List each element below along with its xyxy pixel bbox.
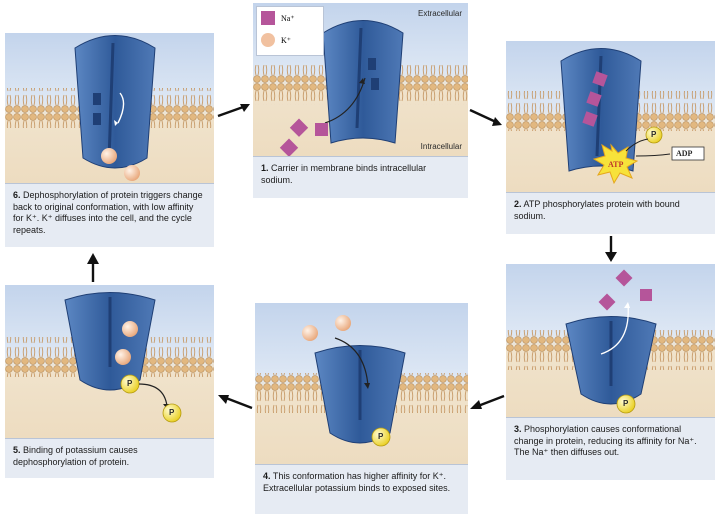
panel-step-5: P P [5,285,214,438]
phosphate-group [371,427,391,447]
intracellular-label: Intracellular [420,142,462,151]
sodium-ion [592,71,608,87]
adp-box [671,146,705,161]
phosphate-label: P [378,432,384,441]
phosphate-label: P [127,379,133,388]
carrier-protein [560,48,642,172]
panel-step-3: P [506,264,715,417]
sodium-ion [598,293,616,311]
arrow-3-to-4 [470,394,505,409]
step-3-illustration [506,264,715,417]
caption-step-3: 3. Phosphorylation causes conformational… [506,417,715,480]
potassium-ion [101,148,117,164]
carrier-protein [74,35,156,169]
sodium-ion [315,123,328,136]
sodium-ion [615,269,633,287]
caption-step-5: 5. Binding of potassium causes dephospho… [5,438,214,478]
potassium-ion [124,165,140,181]
panel-step-4: P [255,303,468,464]
caption-step-6: 6. Dephosphorylation of protein triggers… [5,183,214,247]
panel-step-1: Extracellular Intracellular Na⁺ K⁺ [253,3,468,156]
legend-na-text: Na⁺ [281,13,295,23]
legend-potassium: K⁺ [261,33,291,47]
sodium-ion [582,111,598,127]
extracellular-label: Extracellular [417,9,462,18]
step-5-illustration [5,285,214,438]
arrow-1-to-2 [469,108,502,126]
step-4-illustration [255,303,468,464]
potassium-swatch [261,33,275,47]
potassium-ion [302,325,318,341]
sodium-ion [289,118,309,137]
step-6-illustration [5,33,214,183]
arrow-2-to-3 [605,236,617,262]
phosphate-label: P [169,408,175,417]
panel-step-2: ATP P ADP [506,41,715,192]
phosphate-group [616,394,636,414]
step-2-illustration [506,41,715,192]
potassium-ion [335,315,351,331]
atp-burst [592,143,639,185]
arrow-6-to-1 [217,104,250,118]
sodium-swatch [261,11,275,25]
phosphate-group [162,403,182,423]
sodium-ion [586,91,602,107]
potassium-ion [115,349,131,365]
panel-step-6 [5,33,214,183]
caption-step-2: 2. ATP phosphorylates protein with bound… [506,192,715,234]
phosphate-label: P [651,130,657,139]
caption-step-4: 4. This conformation has higher affinity… [255,464,468,514]
phosphate-group [645,126,663,144]
caption-step-1: 1. Carrier in membrane binds intracellul… [253,156,468,198]
arrow-4-to-5 [218,395,253,410]
atp-label: ATP [608,160,624,169]
sodium-ion [279,138,299,156]
potassium-ion [122,321,138,337]
legend-sodium: Na⁺ [261,11,295,25]
sodium-ion [640,289,652,301]
ion-legend: Na⁺ K⁺ [256,6,324,56]
arrow-5-to-6 [87,253,99,282]
legend-k-text: K⁺ [281,35,291,45]
adp-label: ADP [676,149,693,158]
phosphate-label: P [623,399,629,408]
